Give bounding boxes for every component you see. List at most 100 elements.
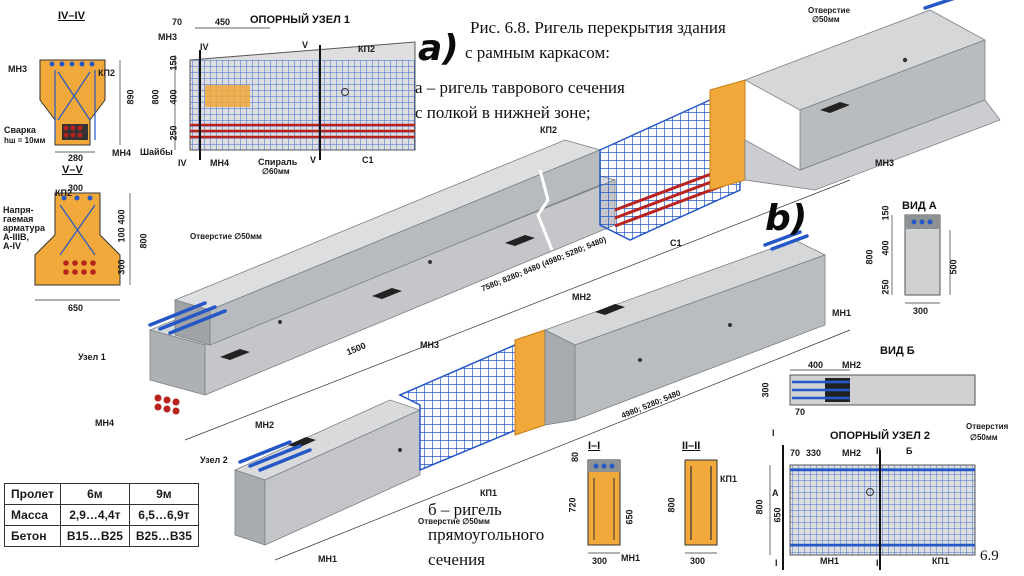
- label-otv-top-d: ∅50мм: [812, 15, 840, 24]
- label-mn2-b: МН2: [572, 292, 592, 302]
- plate-b: [514, 329, 546, 436]
- beam-b-right-front: [544, 329, 576, 426]
- dim-300-v: 300: [68, 183, 84, 193]
- label-otv-bot: Отверстие ∅50мм: [418, 517, 490, 526]
- label-sec-iv-top: IV: [200, 42, 209, 52]
- label-uzel1: Узел 1: [78, 352, 106, 362]
- label-sec-v-bot: V: [310, 155, 317, 165]
- end-bars: [238, 440, 312, 472]
- dim-650: 650: [68, 303, 84, 313]
- label-mn1-right: МН1: [832, 308, 852, 318]
- dim-100-v: 100: [116, 227, 127, 243]
- dim-890: 890: [125, 89, 136, 105]
- label-mn4-end: МН4: [95, 418, 115, 428]
- section-ii: [684, 459, 718, 554]
- label-napr-3: арматура: [3, 223, 45, 233]
- label-mn2-left: МН2: [255, 420, 275, 430]
- caption-a-1: а – ригель таврового сечения: [415, 78, 625, 97]
- label-kp2: КП2: [98, 68, 115, 78]
- section-v-title: V–V: [62, 164, 83, 176]
- dim-720-s1: 720: [567, 497, 578, 513]
- mn4-bars: [154, 394, 180, 415]
- label-otv-right-d: ∅50мм: [970, 433, 998, 442]
- label-kp1-sec: КП1: [720, 474, 737, 484]
- spec-table: Пролет 6м 9м Масса 2,9…4,4т 6,5…6,9т Бет…: [4, 483, 199, 547]
- plate-a: [709, 79, 746, 191]
- label-svarka-2: hш = 10мм: [4, 136, 46, 145]
- label-mn3-bottom: МН3: [420, 340, 440, 350]
- label-node1-mn3: МН3: [158, 32, 178, 42]
- node2-elevation: [769, 445, 976, 570]
- label-kp1-node2: КП1: [932, 556, 949, 566]
- view-b: [789, 369, 976, 406]
- figure-title: Рис. 6.8. Ригель перекрытия здания: [470, 18, 726, 37]
- view-b-title: ВИД Б: [880, 345, 915, 357]
- slot: [505, 235, 535, 246]
- label-sec-i-top: I: [772, 428, 775, 438]
- label-spiral-d: ∅60мм: [262, 167, 290, 176]
- node1-elevation: [174, 27, 416, 160]
- label-otv-mid: Отверстие ∅50мм: [190, 232, 262, 241]
- dim-650-n2: 650: [772, 507, 783, 523]
- hole: [638, 358, 642, 362]
- label-letter-a: А: [772, 488, 779, 498]
- span-dim-b: [274, 329, 851, 561]
- label-svarka: Сварка: [4, 125, 36, 135]
- spec-row-concrete-label: Бетон: [4, 525, 61, 547]
- section-iv: [39, 59, 121, 153]
- label-node1-kp2: КП2: [358, 44, 375, 54]
- spec-header-row: Пролет 6м 9м: [4, 483, 199, 505]
- dim-70: 70: [172, 17, 183, 27]
- label-mn3-right: МН3: [875, 158, 895, 168]
- section-iv-title: IV–IV: [58, 10, 85, 22]
- hole: [728, 323, 732, 327]
- span-dim-a: [184, 179, 851, 441]
- beam-a-right-flange: [744, 99, 1001, 191]
- slot: [372, 288, 402, 299]
- dim-400-va: 400: [880, 240, 891, 256]
- spec-row-mass-label: Масса: [4, 504, 61, 526]
- dim-250-va: 250: [880, 279, 891, 295]
- label-mn3: МН3: [8, 64, 28, 74]
- label-c1-cage: С1: [670, 238, 682, 248]
- node2-title: ОПОРНЫЙ УЗЕЛ 2: [830, 430, 930, 442]
- label-c1: С1: [362, 155, 374, 165]
- label-sec-ii-bot: II: [876, 558, 882, 568]
- view-a: [891, 214, 951, 304]
- label-kp2-cage: КП2: [540, 125, 557, 135]
- dim-80-s1: 80: [570, 451, 581, 463]
- dim-650-s1: 650: [624, 509, 635, 525]
- label-letter-b: Б: [906, 446, 913, 456]
- dim-300-s1: 300: [592, 556, 608, 566]
- slot: [595, 304, 625, 315]
- spec-col-9: 9м: [128, 483, 199, 505]
- dim-800-n1: 800: [150, 89, 161, 105]
- label-node1-mn4: МН4: [210, 158, 230, 168]
- section-i: [587, 459, 621, 554]
- dim-70-vb: 70: [795, 407, 806, 417]
- label-mn1-sec: МН1: [621, 553, 641, 563]
- label-uzel2: Узел 2: [200, 455, 228, 465]
- label-spiral: Спираль: [258, 157, 298, 167]
- label-napr-5: А-IV: [3, 241, 21, 251]
- dim-500-va: 500: [948, 259, 959, 275]
- hole: [902, 57, 908, 63]
- dim-300-va: 300: [913, 306, 929, 316]
- dim-400-v: 400: [116, 209, 127, 225]
- page-number: 6.9: [980, 548, 999, 564]
- label-sec-i-bot: I: [775, 558, 778, 568]
- dim-300-s2: 300: [690, 556, 706, 566]
- dim-800-v: 800: [138, 233, 149, 249]
- slot: [220, 349, 250, 360]
- label-otv-top: Отверстие: [808, 6, 851, 15]
- letter-a: a): [418, 28, 459, 69]
- label-sec-v-top: V: [302, 40, 309, 50]
- dim-800-s2: 800: [666, 497, 677, 513]
- dim-300-vb: 300: [760, 382, 771, 398]
- dim-400-n1: 400: [168, 89, 179, 105]
- dim-150-va: 150: [880, 205, 891, 221]
- label-mn4: МН4: [112, 148, 132, 158]
- dim-300-v2: 300: [116, 259, 127, 275]
- label-kp1-cage: КП1: [480, 488, 497, 498]
- dim-150-n1: 150: [168, 55, 179, 71]
